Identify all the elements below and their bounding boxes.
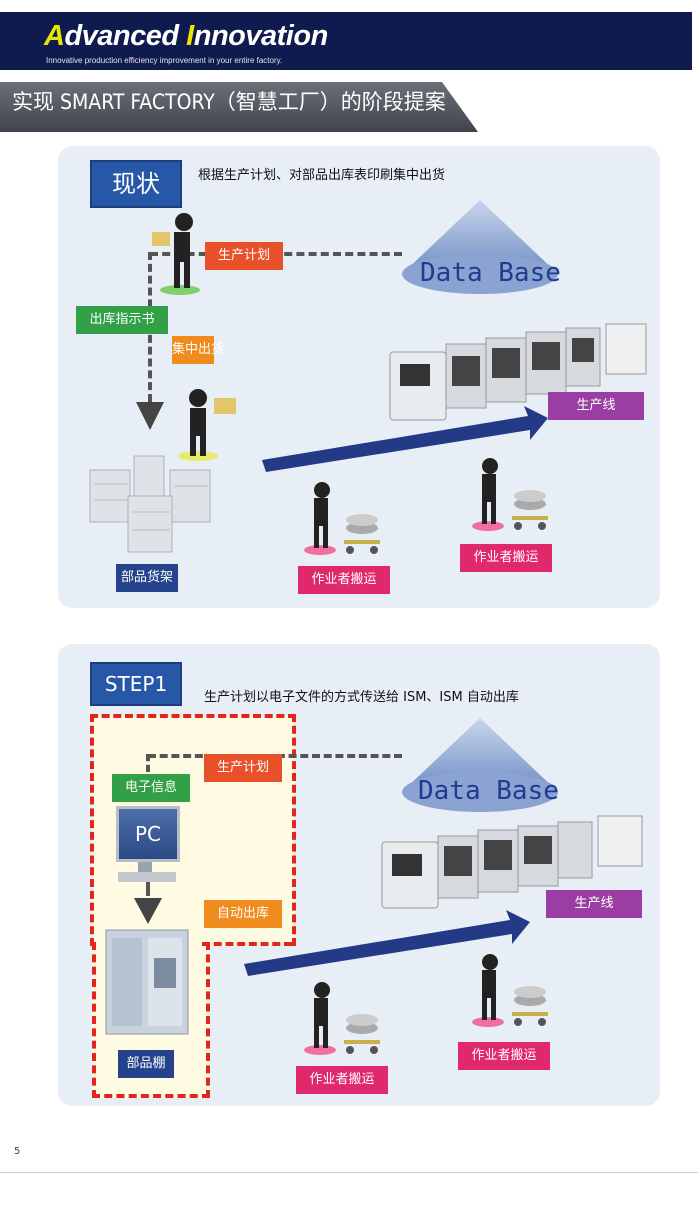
label-worker-transport: 作业者搬运 [298,566,390,594]
cart-worker-icon [304,482,380,555]
production-line-machines [381,815,643,909]
page-number: 5 [14,1146,21,1157]
ism-zone-top [90,714,296,946]
page-title: 实现 SMART FACTORY（智慧工厂）的阶段提案 [12,90,446,114]
worker-icon [178,389,236,461]
cart-worker-icon [472,458,548,531]
flow-arrow [262,406,548,472]
stage2-description: 生产计划以电子文件的方式传送给 ISM、ISM 自动出库 [204,690,519,705]
pc-monitor: PC [116,806,180,862]
down-arrow-icon [136,402,164,430]
database-label: Data Base [420,258,561,288]
ism-zone-step [202,942,292,946]
pc-stand [138,862,152,872]
database-cone [402,200,558,294]
database-cone [402,718,558,812]
label-parts-rack: 部品棚 [118,1050,174,1078]
label-worker-transport: 作业者搬运 [296,1066,388,1094]
label-auto-outbound: 自动出库 [204,900,282,928]
brand-tagline: Innovative production efficiency improve… [46,56,283,65]
database-label: Data Base [418,776,559,806]
label-worker-transport: 作业者搬运 [458,1042,550,1070]
label-production-plan: 生产计划 [204,754,282,782]
flow-arrow [244,910,530,976]
worker-icon [152,213,200,295]
pc-keyboard [118,872,176,882]
flow-line-down [146,754,150,772]
label-production-plan: 生产计划 [205,242,283,270]
label-dispatch: 集中出货 [172,336,224,364]
footer-rule [0,1172,698,1173]
brand-logo: Advanced Innovation [44,20,328,52]
ism-storage-tower [105,929,189,1035]
label-production-line: 生产线 [546,890,642,918]
label-worker-transport: 作业者搬运 [460,544,552,572]
down-arrow-icon [134,898,162,924]
production-line-machines [389,323,647,421]
cart-worker-icon [472,954,548,1027]
step1-badge: STEP1 [90,662,182,706]
label-production-line: 生产线 [548,392,644,420]
label-electronic-info: 电子信息 [112,774,190,802]
stage1-description: 根据生产计划、对部品出库表印刷集中出货 [198,168,446,183]
title-banner [0,82,478,132]
flow-line-down [146,882,150,896]
cart-worker-icon [304,982,380,1055]
label-instruction: 出库指示书 [76,306,168,334]
label-parts-shelf: 部品货架 [116,564,178,592]
stage1-badge: 现状 [90,160,182,208]
header-bar [0,12,692,70]
parts-shelf-icon [89,455,211,553]
